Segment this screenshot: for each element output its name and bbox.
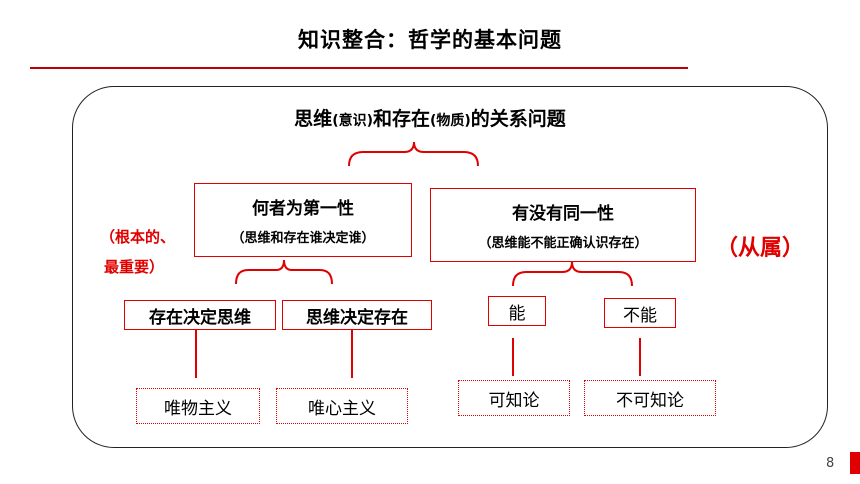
title-underline bbox=[30, 67, 688, 69]
topic-matter: (物质) bbox=[430, 113, 471, 129]
first-aspect-note-1: （根本的、 bbox=[100, 228, 176, 246]
first-aspect-note-2: 最重要） bbox=[104, 258, 165, 276]
topic-and-existence: 和存在 bbox=[372, 108, 430, 130]
second-aspect-title: 有没有同一性 bbox=[512, 204, 614, 224]
answer-no: 不能 bbox=[604, 298, 676, 328]
second-aspect-box: 有没有同一性 （思维能不能正确认识存在） bbox=[430, 188, 696, 262]
topic-thinking: 思维 bbox=[294, 108, 333, 130]
agnosticism-knowable-box: 可知论 bbox=[458, 380, 570, 416]
second-aspect-note: （从属） bbox=[716, 236, 805, 261]
page-accent-bar bbox=[850, 452, 860, 474]
right-brace bbox=[512, 261, 633, 287]
agnosticism-box: 不可知论 bbox=[584, 380, 716, 416]
answer-yes: 能 bbox=[488, 296, 546, 326]
page-number: 8 bbox=[826, 456, 835, 471]
idealism-box: 唯心主义 bbox=[276, 388, 408, 424]
second-aspect-subtitle: （思维能不能正确认识存在） bbox=[478, 236, 648, 251]
materialism-box: 唯物主义 bbox=[136, 388, 260, 424]
slide-title: 知识整合：哲学的基本问题 bbox=[298, 28, 562, 52]
basic-question-topic: 思维(意识)和存在(物质)的关系问题 bbox=[0, 104, 860, 131]
diagram-frame bbox=[72, 86, 828, 448]
topic-relationship: 的关系问题 bbox=[470, 108, 566, 130]
first-aspect-subtitle: （思维和存在谁决定谁） bbox=[231, 231, 375, 246]
topic-consciousness: (意识) bbox=[332, 113, 373, 129]
existence-determines-thinking: 存在决定思维 bbox=[124, 300, 276, 330]
left-brace bbox=[235, 259, 333, 285]
first-aspect-title: 何者为第一性 bbox=[252, 199, 354, 219]
first-aspect-box: 何者为第一性 （思维和存在谁决定谁） bbox=[194, 183, 412, 257]
thinking-determines-existence: 思维决定存在 bbox=[282, 300, 432, 330]
top-brace bbox=[348, 141, 479, 167]
